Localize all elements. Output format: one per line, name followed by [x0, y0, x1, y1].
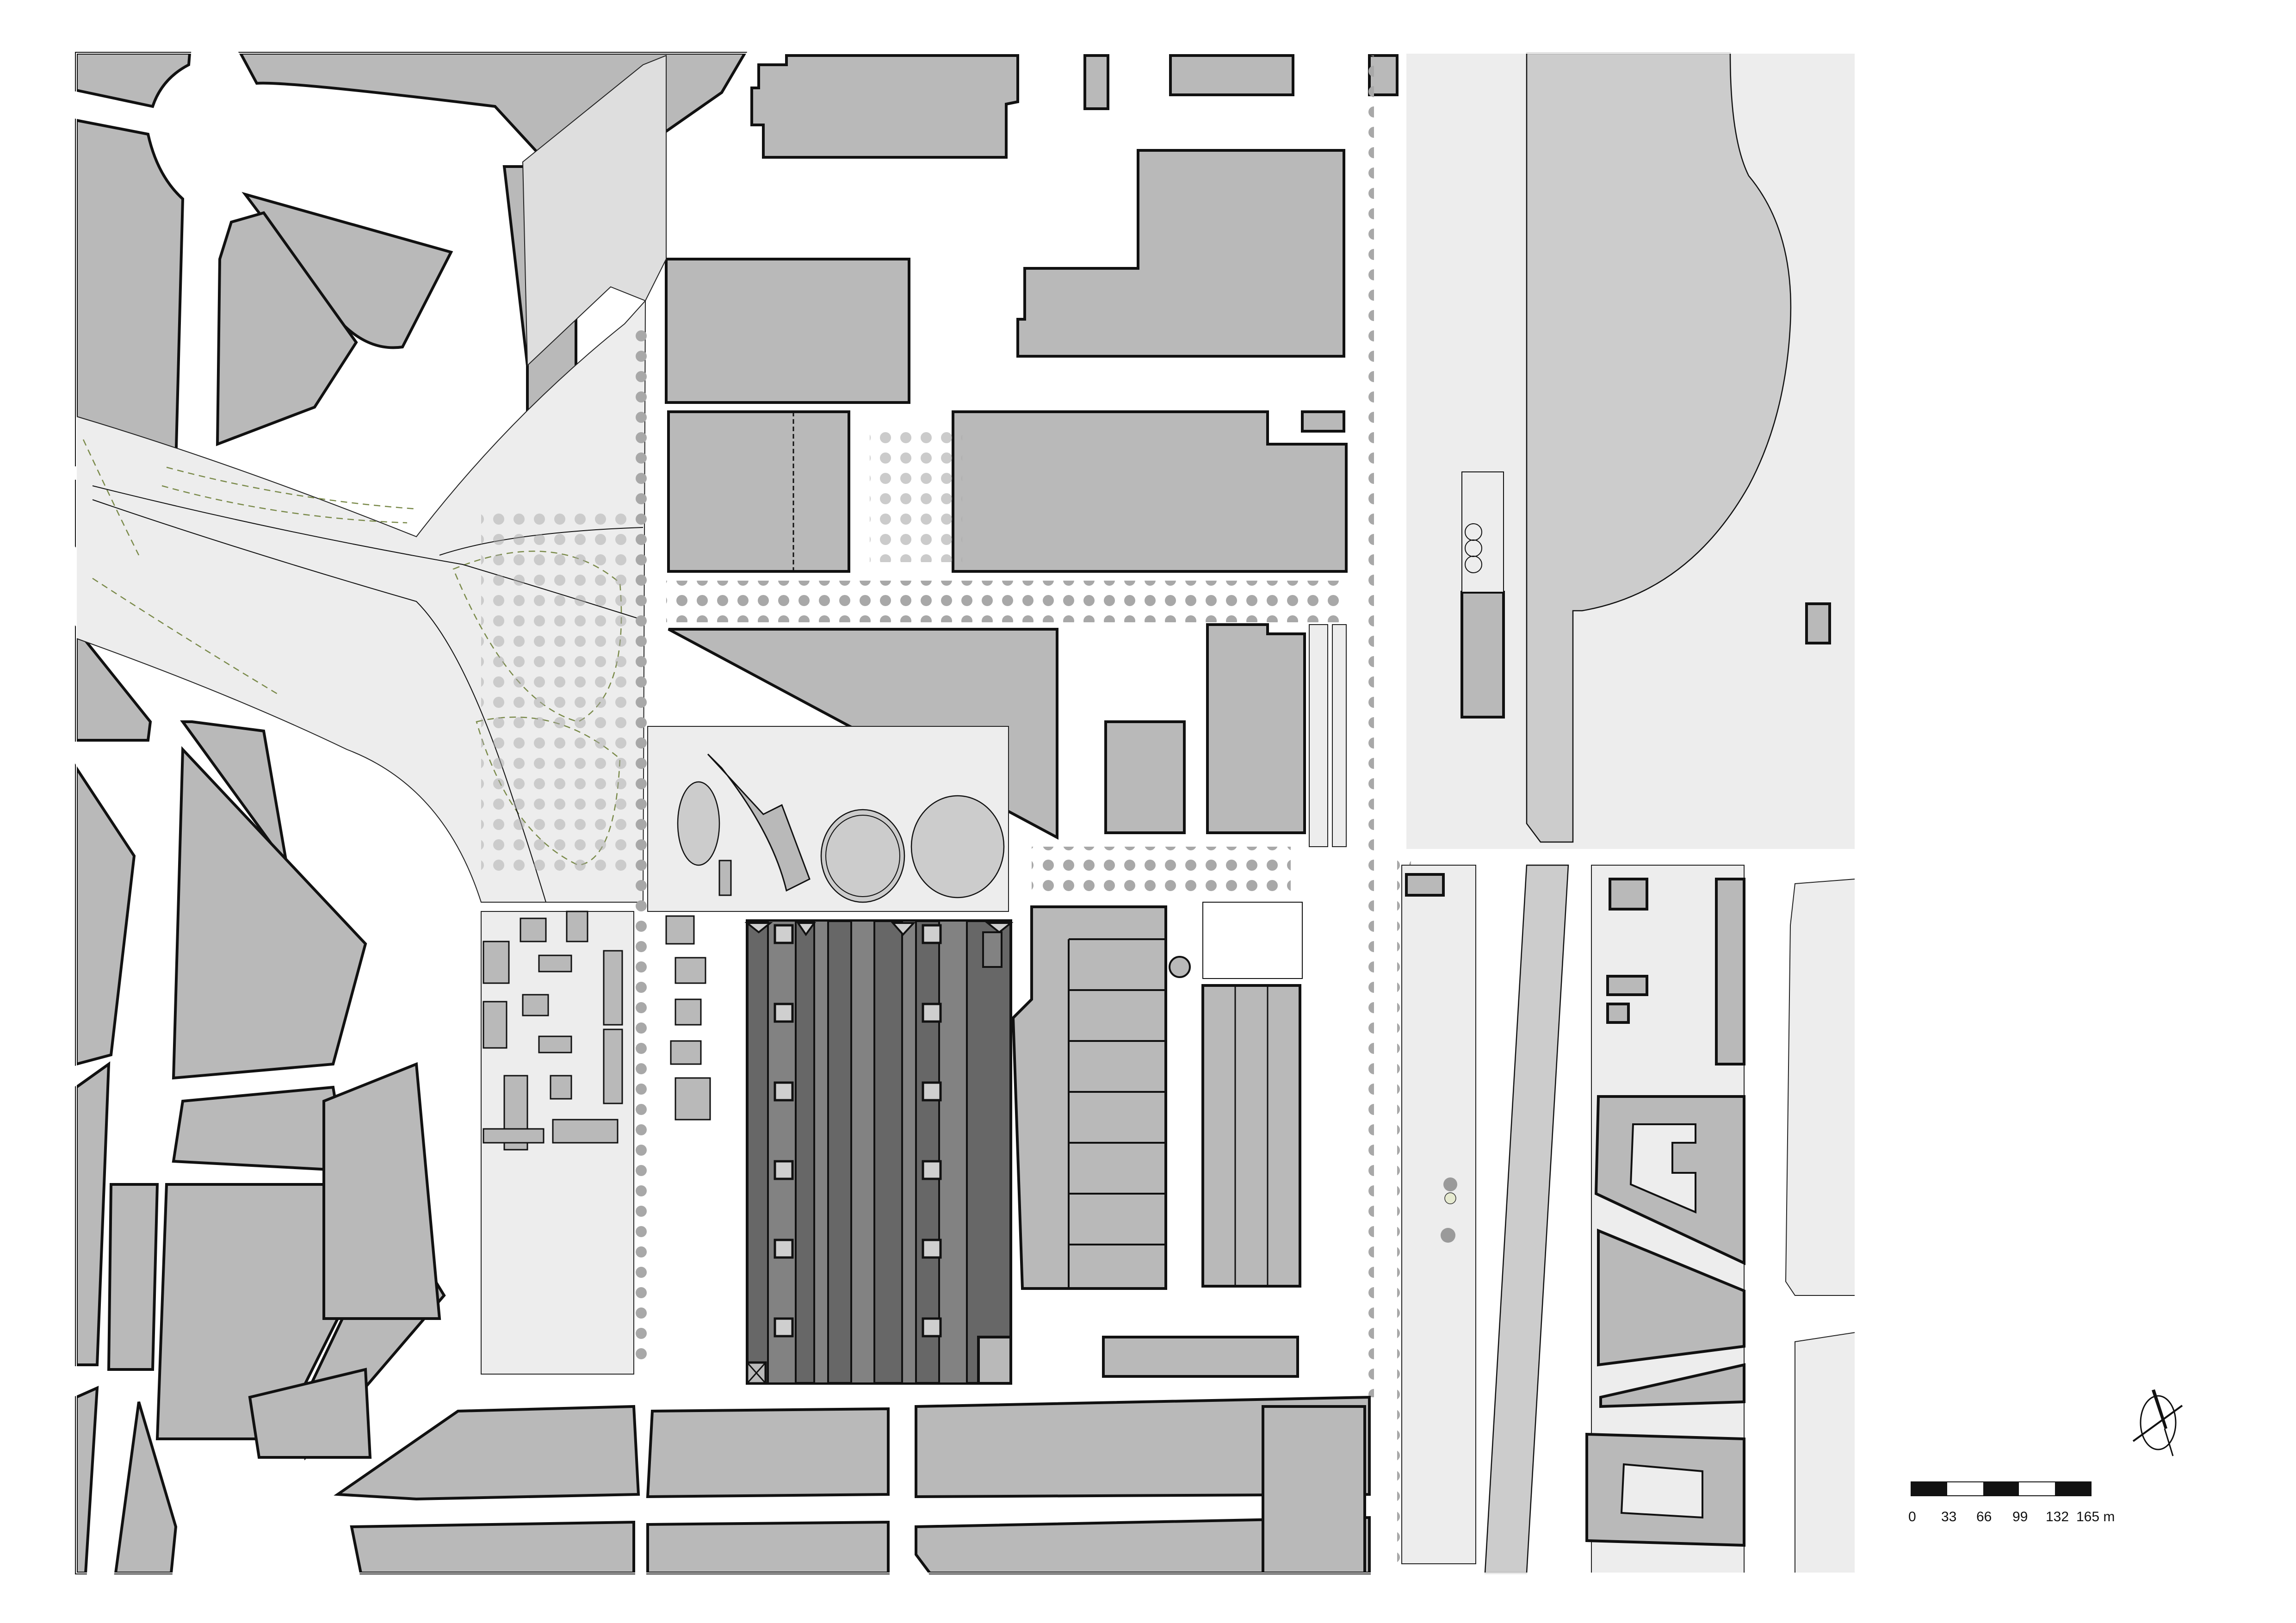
scale-segment: [2055, 1482, 2091, 1495]
scale-segment: [1912, 1482, 1948, 1495]
scale-tick-33: 33: [1941, 1509, 1957, 1524]
scale-bar: [1911, 1481, 2092, 1496]
city-blocks-right: [1585, 865, 1856, 1573]
east-open-field: [1406, 52, 1855, 849]
city-blocks-left: [75, 52, 748, 1574]
scale-segment: [1983, 1482, 2019, 1495]
north-arrow-icon: [2132, 1389, 2183, 1456]
central-project-building: [744, 919, 1014, 1385]
city-blocks-bottom: [334, 1395, 1371, 1574]
scale-tick-99: 99: [2012, 1509, 2028, 1524]
residential-cluster: [481, 911, 711, 1375]
scale-tick-132: 132: [2046, 1509, 2069, 1524]
scale-tick-165: 165 m: [2076, 1509, 2115, 1524]
scale-segment: [2019, 1482, 2055, 1495]
east-linear-park: [1401, 864, 1569, 1574]
central-garden: [647, 726, 1009, 912]
east-buildings: [1011, 623, 1347, 1378]
scale-tick-66: 66: [1976, 1509, 1992, 1524]
scale-segment: [1947, 1482, 1983, 1495]
scale-tick-0: 0: [1908, 1509, 1916, 1524]
